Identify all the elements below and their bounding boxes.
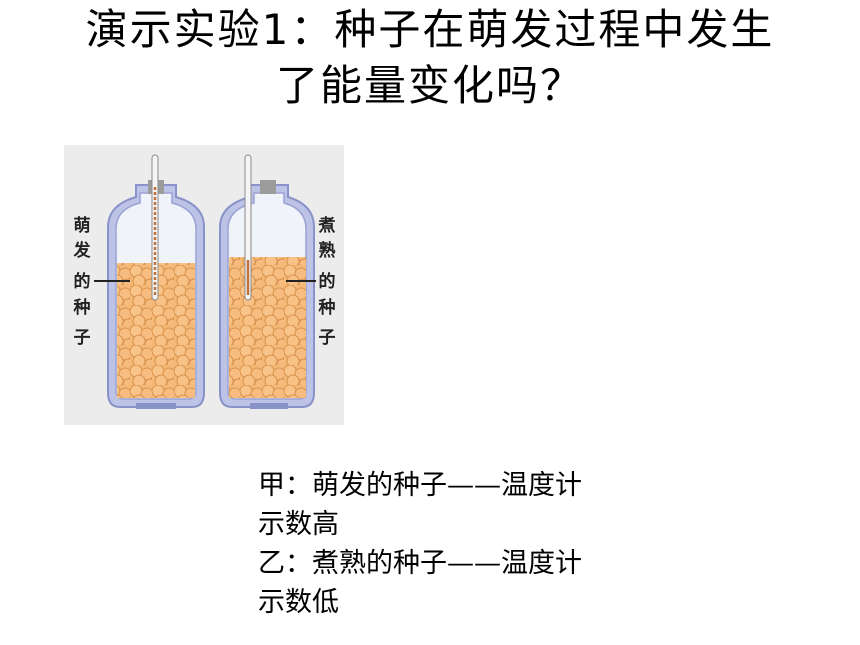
caption-line-2: 示数高 — [258, 509, 339, 540]
right-label-char: 煮 — [318, 216, 336, 236]
title-line-1: 演示实验1：种子在萌发过程中发生 — [85, 5, 775, 54]
left-vertical-label: 萌 发 的 种 子 — [73, 215, 92, 348]
right-label-char: 熟 — [319, 240, 336, 261]
right-thermometer — [244, 154, 252, 301]
left-label-char: 萌 — [74, 215, 91, 236]
left-label-char: 子 — [74, 328, 91, 348]
right-label-char: 子 — [319, 328, 336, 348]
experiment-illustration: 萌 发 的 种 子 煮 熟 的 种 子 — [64, 145, 344, 425]
right-label-char: 种 — [318, 297, 336, 318]
right-vertical-label: 煮 熟 的 种 子 — [318, 216, 336, 348]
left-label-char: 种 — [73, 297, 91, 318]
thermos-flasks-diagram: 萌 发 的 种 子 煮 熟 的 种 子 — [64, 145, 344, 425]
left-label-char: 发 — [73, 240, 92, 261]
result-caption: 甲：萌发的种子——温度计 示数高 乙：煮熟的种子——温度计 示数低 — [258, 466, 678, 622]
right-label-char: 的 — [319, 271, 336, 292]
left-label-char: 的 — [74, 271, 91, 292]
caption-line-4: 示数低 — [258, 587, 339, 618]
left-thermometer — [151, 154, 159, 301]
slide-title: 演示实验1：种子在萌发过程中发生 了能量变化吗？ — [0, 2, 860, 114]
title-line-2: 了能量变化吗？ — [275, 61, 584, 110]
caption-line-1: 甲：萌发的种子——温度计 — [258, 470, 582, 501]
caption-line-3: 乙：煮熟的种子——温度计 — [258, 548, 582, 579]
right-flask — [219, 180, 315, 409]
